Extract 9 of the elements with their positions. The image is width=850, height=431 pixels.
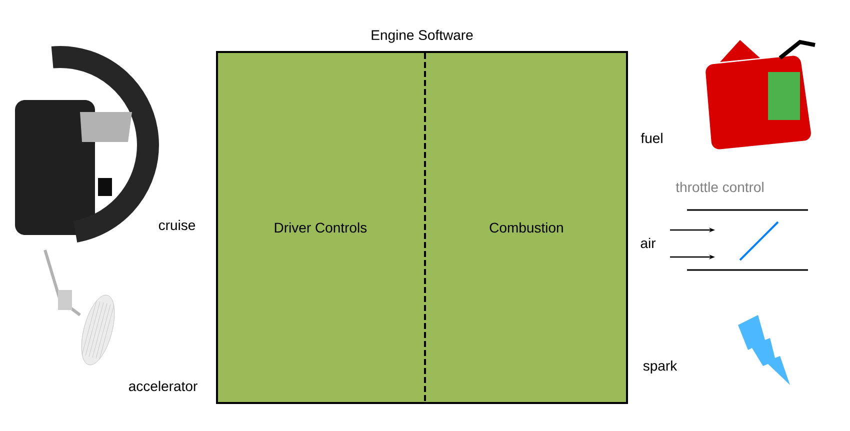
- band-label: Driver Controls: [274, 222, 367, 233]
- part-label: cruise: [158, 220, 196, 230]
- part-label: accelerator: [128, 380, 198, 392]
- node-label: Engine Software: [372, 30, 473, 43]
- part-label: spark: [643, 360, 678, 374]
- part-label: air: [640, 238, 656, 248]
- band-label: Combustion: [490, 222, 563, 233]
- part-label: throttle control: [676, 182, 764, 192]
- part-label: fuel: [640, 132, 662, 144]
